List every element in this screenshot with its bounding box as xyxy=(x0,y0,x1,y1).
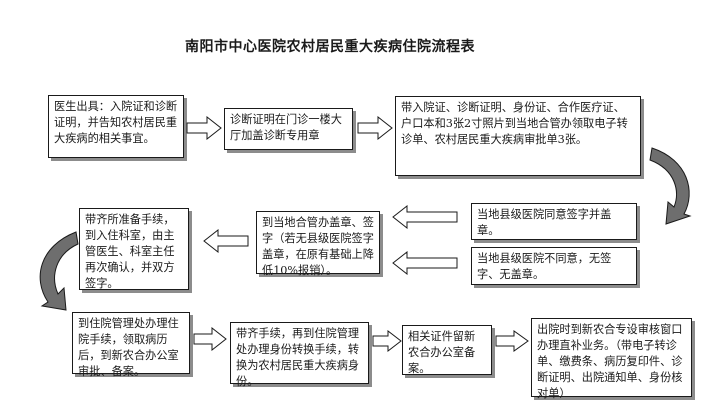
step-county-reject: 当地县级医院不同意，无签字、无盖章。 xyxy=(471,247,637,285)
step-documents-filed: 相关证件留新农合办公室备案。 xyxy=(402,325,492,375)
left-arrow-reject xyxy=(392,251,458,275)
page-title: 南阳市中心医院农村居民重大疾病住院流程表 xyxy=(185,39,475,55)
step-get-referral-forms: 带入院证、诊断证明、身份证、合作医疗证、户口本和3张2寸照片到当地合管办领取电子… xyxy=(395,96,641,176)
right-arrow-1 xyxy=(186,116,222,140)
step-department-confirm: 带齐所准备手续，到入住科室，由主管医生、科室主任再次确认，并双方签字。 xyxy=(79,208,189,290)
right-arrow-4 xyxy=(193,327,227,351)
right-arrow-5 xyxy=(372,330,402,352)
step-county-approve: 当地县级医院同意签字并盖章。 xyxy=(471,203,637,240)
left-arrow-approve xyxy=(392,205,458,229)
right-arrow-2 xyxy=(357,116,393,140)
step-identity-conversion: 带齐手续，再到住院管理处办理身份转换手续，转换为农村居民重大疾病身份。 xyxy=(230,322,369,388)
left-arrow-3 xyxy=(203,229,249,253)
step-diagnosis-stamp: 诊断证明在门诊一楼大厅加盖诊断专用章 xyxy=(224,108,353,150)
step-issue-admission-certificate: 医生出具：入院证和诊断证明，并告知农村居民重大疾病的相关事宜。 xyxy=(48,95,184,158)
step-discharge-reimbursement: 出院时到新农合专设审核窗口办理直补业务。（带电子转诊单、缴费条、病历复印件、诊断… xyxy=(531,318,692,400)
step-hospital-admission: 到住院管理处办理住院手续，领取病历后，到新农合办公室审批、备案。 xyxy=(72,312,190,378)
right-arrow-6 xyxy=(495,330,529,352)
step-cooperative-stamp: 到当地合管办盖章、签字（若无县级医院签字盖章，在原有基础上降低10%报销）。 xyxy=(256,211,380,277)
